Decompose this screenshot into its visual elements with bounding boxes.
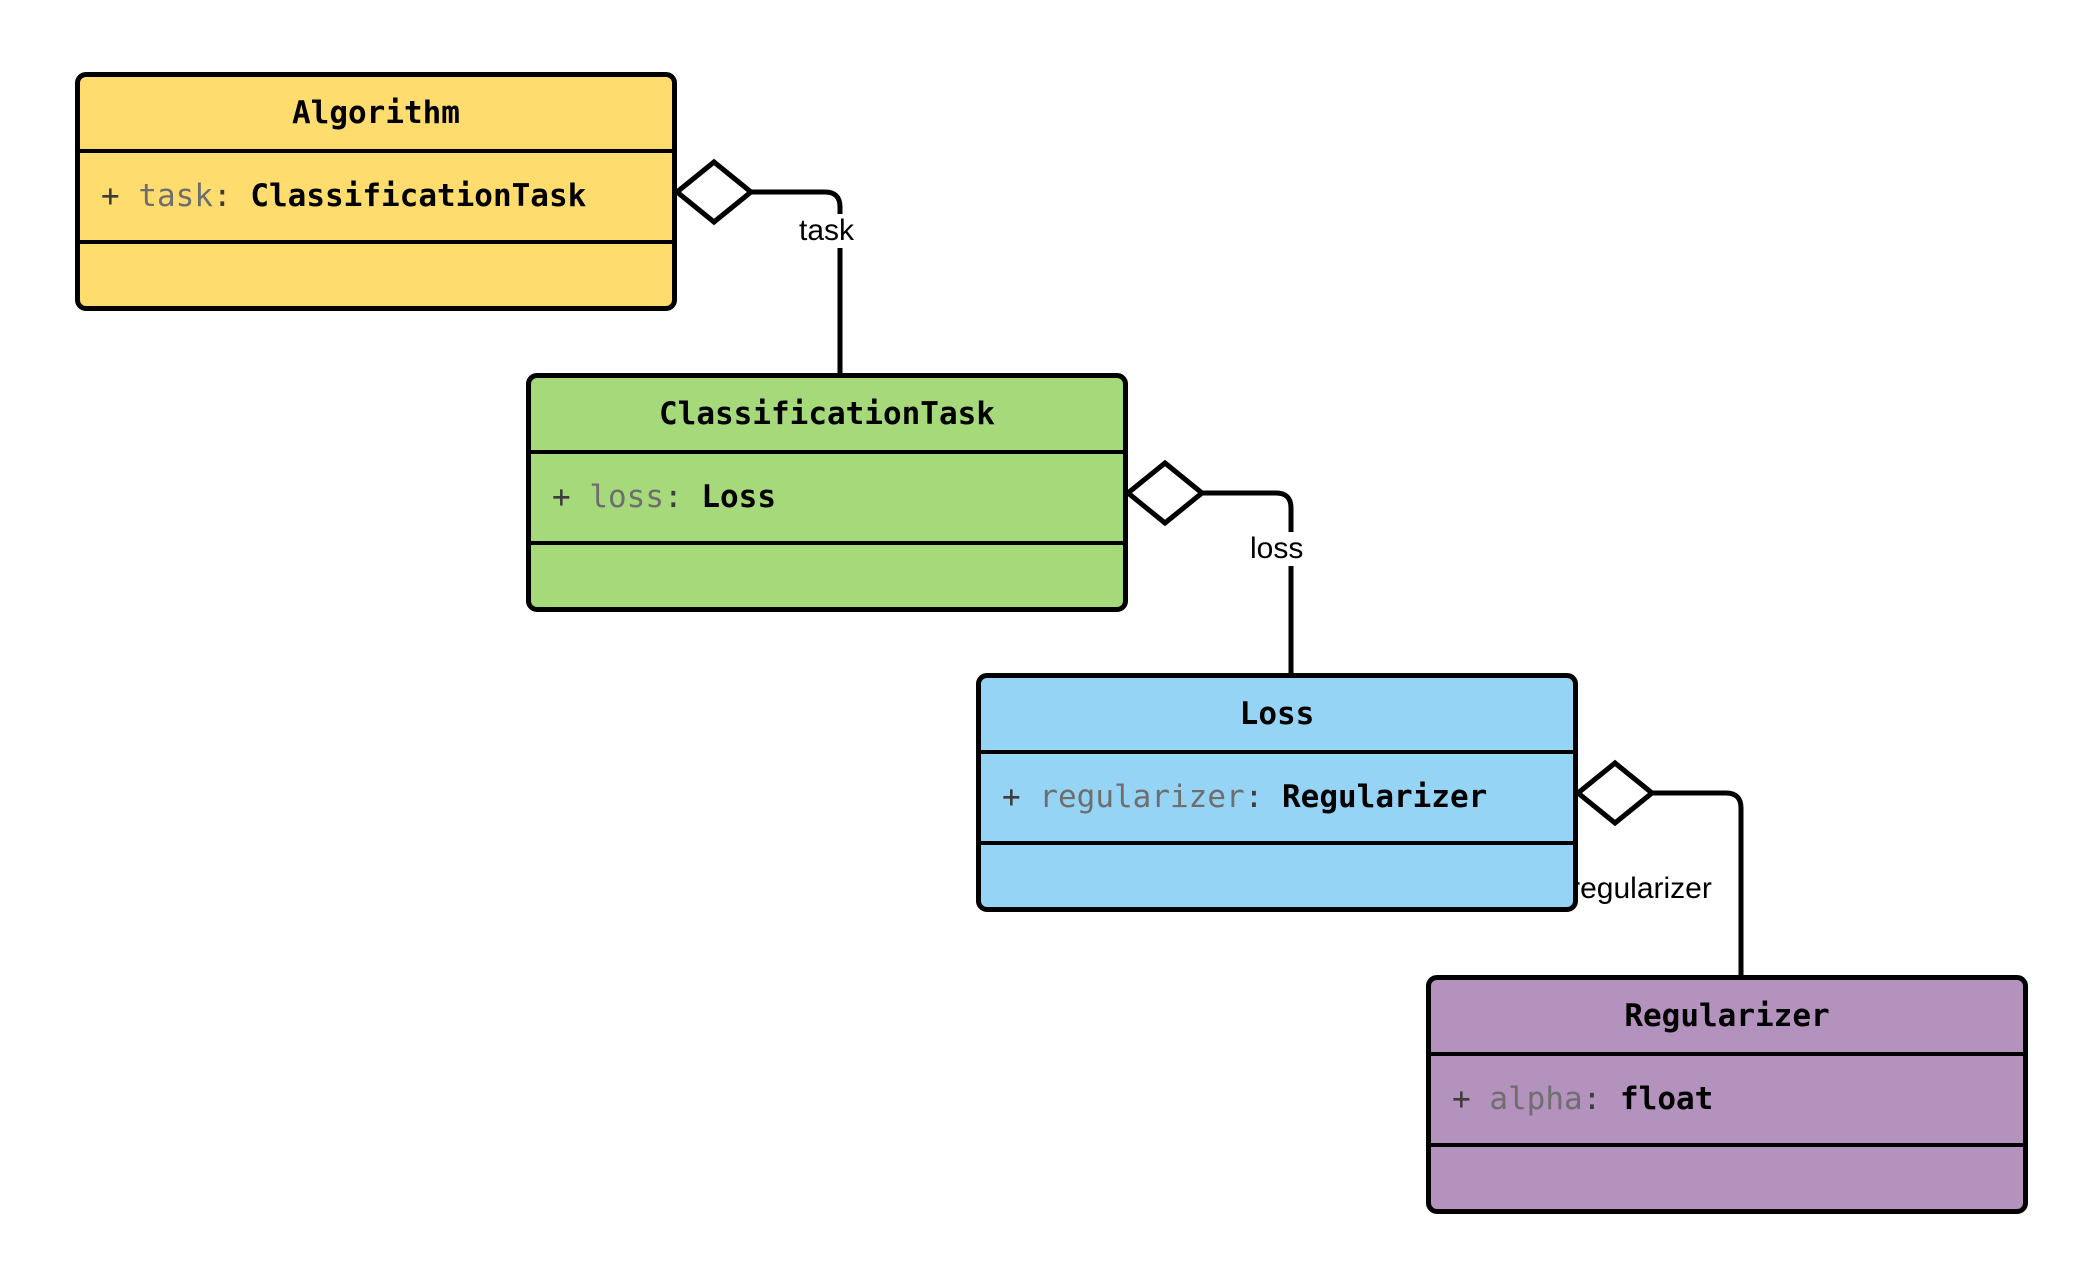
- class-methods-classification-task: [531, 545, 1123, 607]
- edge-label-task: task: [796, 214, 858, 248]
- attribute-visibility: +: [1002, 779, 1021, 815]
- class-title-classification-task: ClassificationTask: [531, 378, 1123, 454]
- class-box-loss[interactable]: Loss + regularizer: Regularizer: [976, 673, 1578, 912]
- relation-classificationtask-loss[interactable]: [1124, 459, 1294, 673]
- connector-line-loss: [1201, 490, 1294, 673]
- class-box-algorithm[interactable]: Algorithm + task: ClassificationTask: [75, 72, 677, 311]
- attribute-visibility: +: [552, 479, 571, 515]
- edge-label-loss: loss: [1247, 532, 1307, 566]
- attribute-colon: :: [213, 178, 232, 214]
- class-title-loss: Loss: [981, 678, 1573, 754]
- class-box-classification-task[interactable]: ClassificationTask + loss: Loss: [526, 373, 1128, 612]
- class-title-regularizer: Regularizer: [1431, 980, 2023, 1056]
- attribute-row: + loss: Loss: [552, 482, 1123, 513]
- attribute-colon: :: [1582, 1081, 1602, 1117]
- class-methods-algorithm: [80, 244, 672, 306]
- attribute-colon: :: [664, 479, 683, 515]
- attribute-row: + alpha: float: [1452, 1084, 2023, 1115]
- class-attributes-regularizer: + alpha: float: [1431, 1056, 2023, 1147]
- attribute-visibility: +: [1452, 1081, 1471, 1117]
- class-title-algorithm: Algorithm: [80, 77, 672, 153]
- aggregation-diamond-task: [673, 158, 755, 226]
- class-methods-loss: [981, 845, 1573, 907]
- relation-loss-regularizer[interactable]: [1574, 759, 1744, 975]
- attribute-name: task: [138, 178, 213, 214]
- attribute-row: + regularizer: Regularizer: [1002, 782, 1573, 813]
- edge-label-regularizer: regularizer: [1567, 872, 1715, 906]
- attribute-type: ClassificationTask: [250, 178, 587, 214]
- attribute-type: float: [1620, 1081, 1714, 1117]
- attribute-type: Loss: [701, 479, 776, 515]
- attribute-name: alpha: [1489, 1081, 1583, 1117]
- aggregation-diamond-loss: [1124, 459, 1206, 527]
- attribute-colon: :: [1244, 779, 1264, 815]
- class-box-regularizer[interactable]: Regularizer + alpha: float: [1426, 975, 2028, 1214]
- class-attributes-loss: + regularizer: Regularizer: [981, 754, 1573, 845]
- attribute-name: loss: [589, 479, 664, 515]
- class-attributes-classification-task: + loss: Loss: [531, 454, 1123, 545]
- aggregation-diamond-regularizer: [1574, 759, 1656, 827]
- class-methods-regularizer: [1431, 1147, 2023, 1209]
- attribute-row: + task: ClassificationTask: [101, 181, 672, 212]
- attribute-name: regularizer: [1039, 779, 1245, 815]
- attribute-type: Regularizer: [1282, 779, 1488, 815]
- class-attributes-algorithm: + task: ClassificationTask: [80, 153, 672, 244]
- relation-algorithm-task[interactable]: [673, 158, 843, 373]
- attribute-visibility: +: [101, 178, 120, 214]
